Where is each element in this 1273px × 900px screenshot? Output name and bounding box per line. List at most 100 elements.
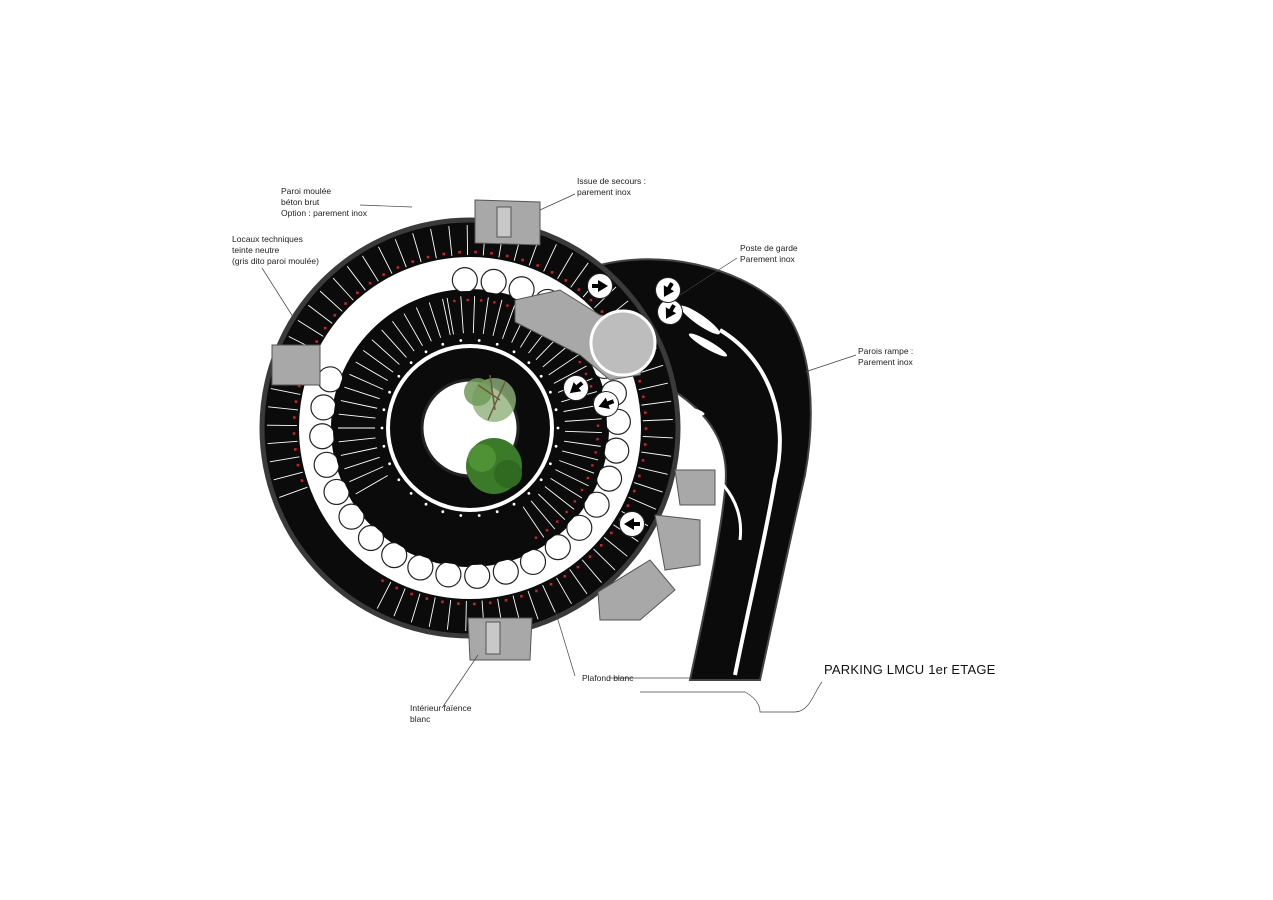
stall-line xyxy=(603,536,628,557)
arrow-icon xyxy=(563,375,589,401)
lane-dot xyxy=(512,502,516,506)
annotation-parois-rampe: Parois rampe : Parement inox xyxy=(858,346,914,367)
lane-dot xyxy=(548,462,552,466)
column xyxy=(309,423,336,450)
stall-number xyxy=(425,597,429,600)
lane-dot xyxy=(554,408,558,412)
lane-dot xyxy=(388,462,392,466)
stall-line xyxy=(634,482,663,493)
stall-line xyxy=(355,475,388,495)
stall-line xyxy=(527,590,539,620)
stall-number xyxy=(296,463,300,467)
stall-line xyxy=(544,486,575,510)
stall-number xyxy=(545,529,549,532)
tree-icon xyxy=(464,374,522,494)
stall-number xyxy=(556,520,559,523)
column xyxy=(492,558,519,585)
stall-line xyxy=(381,329,407,358)
lane-dot xyxy=(477,339,481,342)
stall-line xyxy=(428,302,442,338)
lane-dot xyxy=(424,502,428,506)
stall-number xyxy=(293,416,296,419)
stall-line xyxy=(428,597,436,627)
stall-number xyxy=(458,251,461,254)
stall-line xyxy=(641,451,672,457)
stall-line xyxy=(338,437,376,443)
stall-line xyxy=(355,361,388,381)
stair-icon xyxy=(485,621,501,655)
stall-line xyxy=(273,471,303,481)
stall-number xyxy=(368,281,372,285)
arrow-icon xyxy=(619,511,645,537)
stall-line xyxy=(430,228,437,259)
svg-text:Locaux techniques: Locaux techniques xyxy=(232,234,303,244)
stall-number xyxy=(294,448,297,451)
lane-dot xyxy=(424,350,428,354)
stall-line xyxy=(279,486,308,498)
arrow-icon xyxy=(593,391,619,417)
arrow-icon xyxy=(657,299,683,325)
stall-line xyxy=(502,303,516,339)
stall-number xyxy=(381,579,384,583)
stall-line xyxy=(340,447,378,456)
stall-line xyxy=(392,320,415,352)
stall-line xyxy=(564,440,601,447)
stall-line xyxy=(297,320,324,337)
lane-dot xyxy=(539,374,543,378)
svg-text:blanc: blanc xyxy=(410,714,431,724)
stall-line xyxy=(346,266,366,291)
stall-number xyxy=(596,437,599,441)
stall-line xyxy=(638,467,668,475)
stall-number xyxy=(594,451,597,454)
svg-text:teinte neutre: teinte neutre xyxy=(232,245,280,255)
column xyxy=(451,266,478,294)
stall-line xyxy=(319,290,343,312)
stall-number xyxy=(584,372,588,376)
svg-text:Poste de garde: Poste de garde xyxy=(740,243,798,253)
stall-number xyxy=(426,255,430,259)
arrow-icon xyxy=(655,277,681,303)
stall-number xyxy=(395,586,399,590)
stall-line xyxy=(340,400,378,409)
stall-number xyxy=(638,379,641,383)
annotation-leaders xyxy=(261,193,857,713)
stall-line xyxy=(581,559,602,583)
stall-number xyxy=(641,459,645,462)
annotation-poste-garde: Poste de garde Parement inox xyxy=(740,243,798,264)
stall-number xyxy=(441,600,444,604)
stall-line xyxy=(628,496,657,510)
lane-dot xyxy=(459,339,463,342)
stall-number xyxy=(564,279,568,282)
plan-title: PARKING LMCU 1er ETAGE xyxy=(824,662,996,677)
stall-number xyxy=(549,582,553,586)
stall-line xyxy=(460,296,464,334)
svg-text:Option : parement inox: Option : parement inox xyxy=(281,208,368,218)
stall-number xyxy=(488,601,492,605)
stall-number xyxy=(344,302,347,305)
lane-dot xyxy=(539,478,543,482)
stall-number xyxy=(609,531,613,535)
stall-number xyxy=(536,264,539,267)
stall-number xyxy=(588,555,592,559)
traffic-island xyxy=(688,333,728,357)
stall-number xyxy=(600,310,604,313)
stall-number xyxy=(294,400,298,403)
stall-line xyxy=(448,226,453,256)
stall-number xyxy=(410,592,413,596)
stall-number xyxy=(457,602,460,605)
column xyxy=(480,268,507,296)
stair-icon xyxy=(496,206,512,238)
stall-number xyxy=(643,443,647,446)
stall-number xyxy=(521,258,524,262)
stall-number xyxy=(479,299,483,302)
lane-dot xyxy=(382,444,386,448)
stall-number xyxy=(633,489,636,493)
svg-text:Parement inox: Parement inox xyxy=(740,254,796,264)
stall-number xyxy=(442,252,445,256)
stall-number xyxy=(573,500,577,503)
stall-line xyxy=(362,255,379,282)
stall-line xyxy=(548,353,580,376)
stall-line xyxy=(543,244,557,272)
stall-line xyxy=(268,406,298,411)
stall-line xyxy=(344,456,380,470)
